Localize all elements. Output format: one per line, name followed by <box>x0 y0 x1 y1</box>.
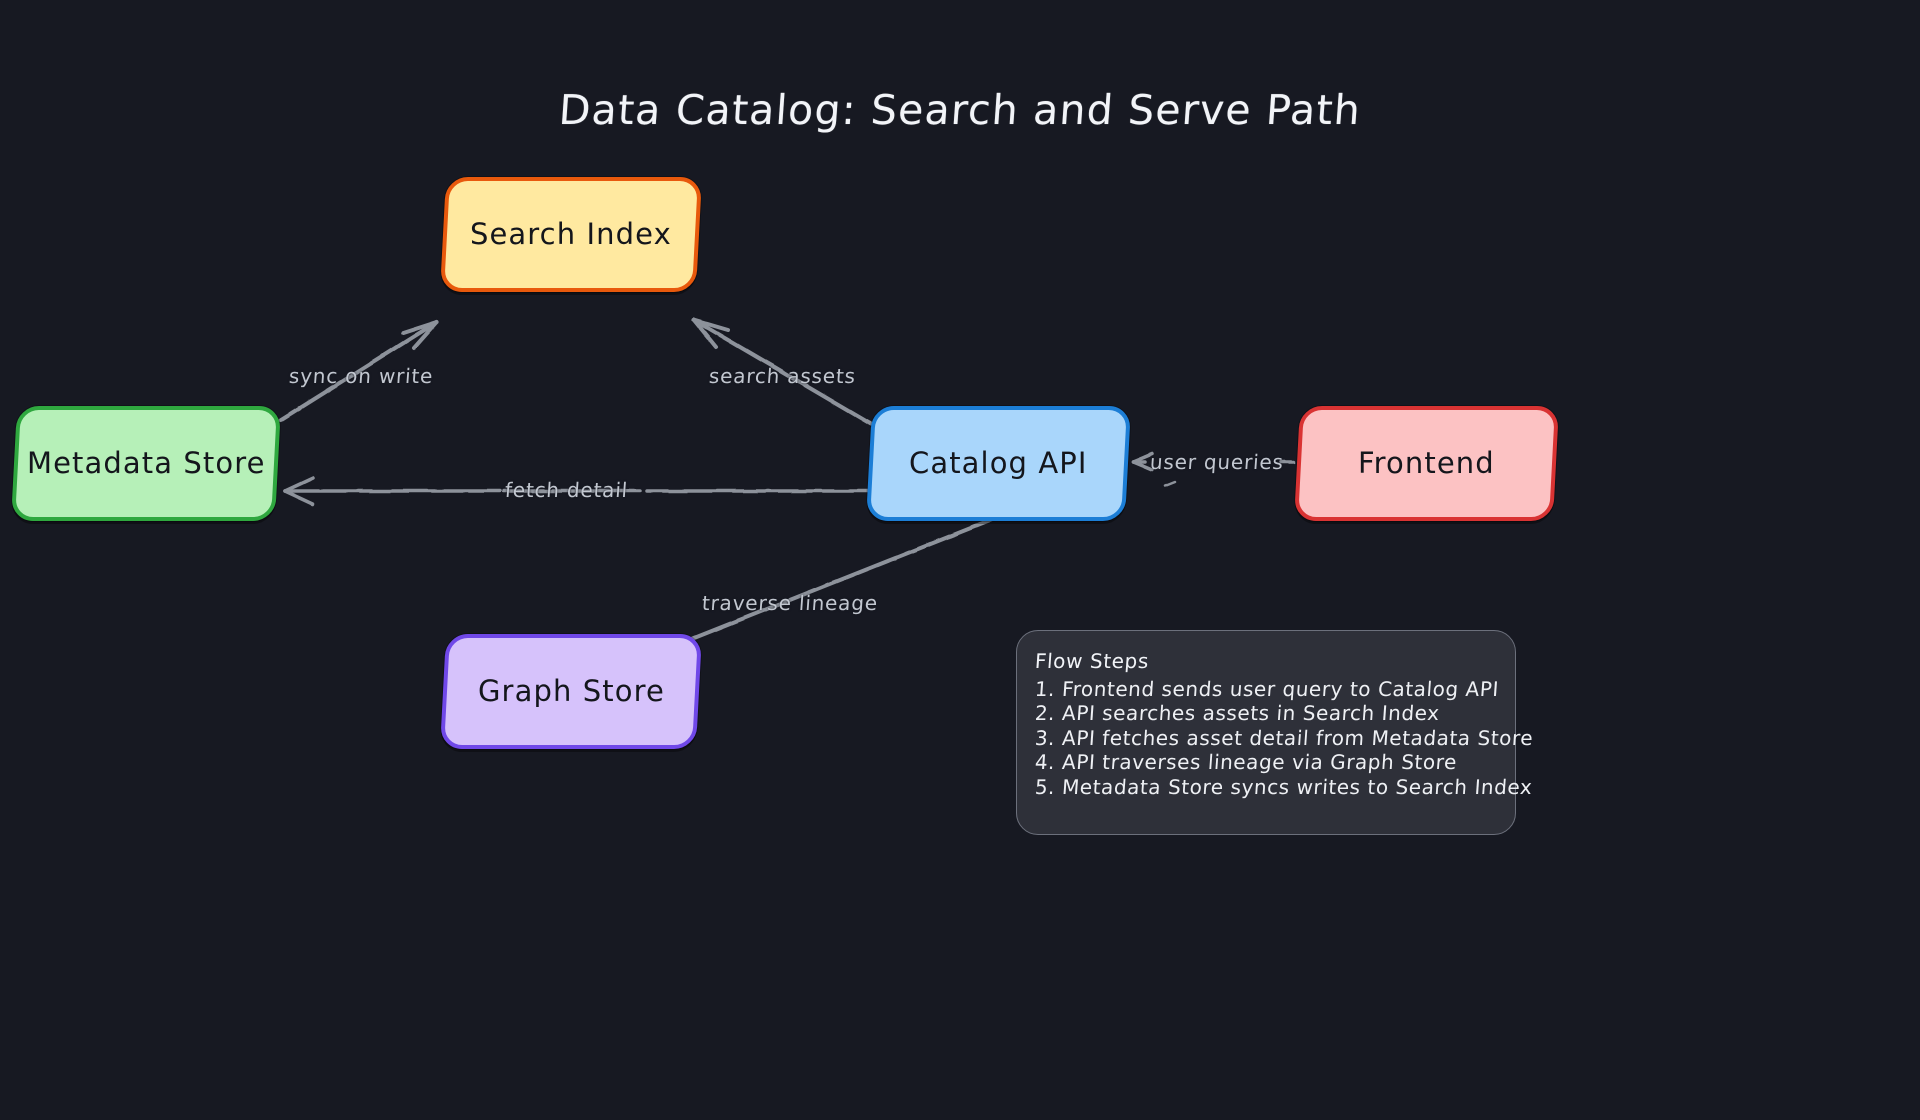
legend-title: Flow Steps <box>1034 649 1150 673</box>
legend-step: 2. API searches assets in Search Index <box>1034 701 1441 726</box>
legend-step: 5. Metadata Store syncs writes to Search… <box>1034 774 1534 799</box>
edge-fetch-detail <box>283 476 871 506</box>
legend-step-list: 1. Frontend sends user query to Catalog … <box>1034 677 1535 799</box>
edge-label-fetch-detail: fetch detail <box>504 478 629 502</box>
edge-search-assets <box>692 318 873 426</box>
edge-label-user-queries: user queries <box>1149 450 1285 474</box>
node-graph-store-label: Graph Store <box>477 673 665 708</box>
node-search-index[interactable]: Search Index <box>439 177 703 292</box>
edge-label-sync-on-write: sync on write <box>288 364 435 388</box>
node-graph-store[interactable]: Graph Store <box>439 634 703 749</box>
flow-steps-legend: Flow Steps 1. Frontend sends user query … <box>1016 630 1535 835</box>
node-frontend[interactable]: Frontend <box>1293 406 1560 521</box>
node-metadata-store[interactable]: Metadata Store <box>10 406 282 521</box>
node-catalog-api-label: Catalog API <box>909 445 1088 480</box>
edge-sync-on-write <box>279 320 439 422</box>
node-search-index-label: Search Index <box>470 216 672 251</box>
node-catalog-api[interactable]: Catalog API <box>865 406 1132 521</box>
legend-step: 4. API traverses lineage via Graph Store <box>1034 750 1458 775</box>
edge-label-traverse-lineage: traverse lineage <box>701 591 879 615</box>
node-metadata-store-label: Metadata Store <box>26 445 266 480</box>
legend-step: 1. Frontend sends user query to Catalog … <box>1034 677 1500 701</box>
edge-label-search-assets: search assets <box>708 364 857 388</box>
edge-user-queries <box>1131 452 1296 488</box>
legend-step: 3. API fetches asset detail from Metadat… <box>1034 725 1535 750</box>
node-frontend-label: Frontend <box>1358 445 1495 480</box>
